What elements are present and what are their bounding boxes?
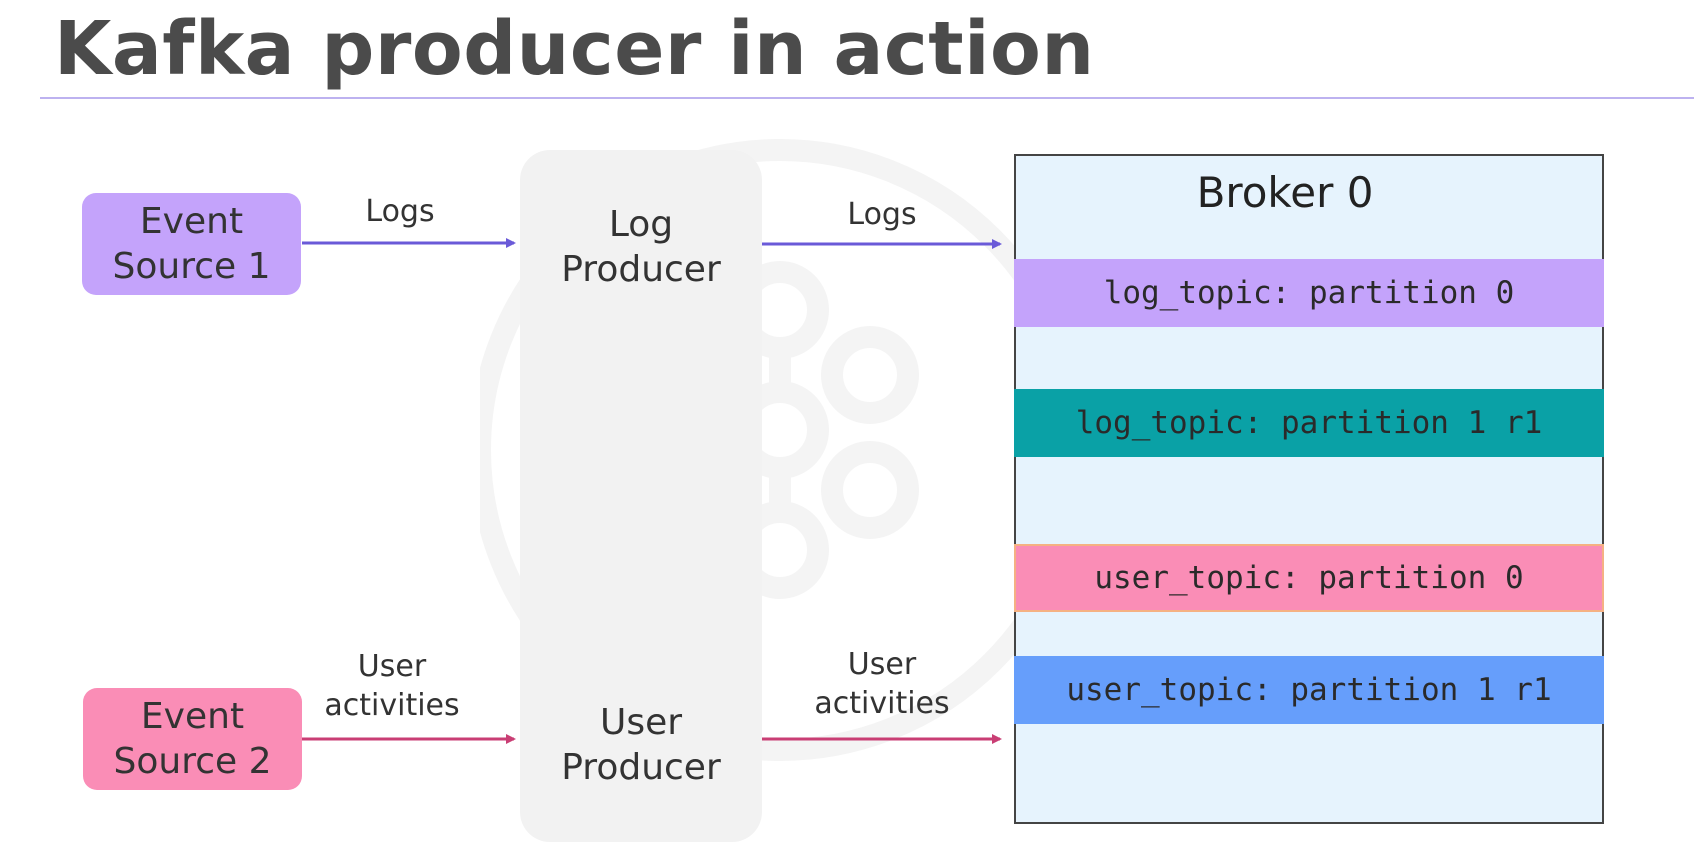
event-source-2: Event Source 2 <box>83 688 302 790</box>
arrow-label-logs-in: Logs <box>365 194 435 229</box>
arrow-label-logs-out: Logs <box>847 197 917 232</box>
partition-log-topic-1-replica: log_topic: partition 1 r1 <box>1014 389 1604 457</box>
event-source-1: Event Source 1 <box>82 193 301 295</box>
partition-user-topic-0: user_topic: partition 0 <box>1014 544 1604 612</box>
log-producer-label: Log Producer <box>561 204 721 290</box>
arrow-label-user-activities-in: User activities <box>324 649 460 723</box>
title-divider <box>40 97 1694 99</box>
user-producer-label: User Producer <box>561 702 721 788</box>
arrow-label-user-activities-out: User activities <box>814 647 950 721</box>
producer-column <box>520 150 762 842</box>
partition-log-topic-0: log_topic: partition 0 <box>1014 259 1604 327</box>
page-title: Kafka producer in action <box>54 6 1095 92</box>
partition-user-topic-1-replica: user_topic: partition 1 r1 <box>1014 656 1604 724</box>
broker-title: Broker 0 <box>1196 168 1374 217</box>
